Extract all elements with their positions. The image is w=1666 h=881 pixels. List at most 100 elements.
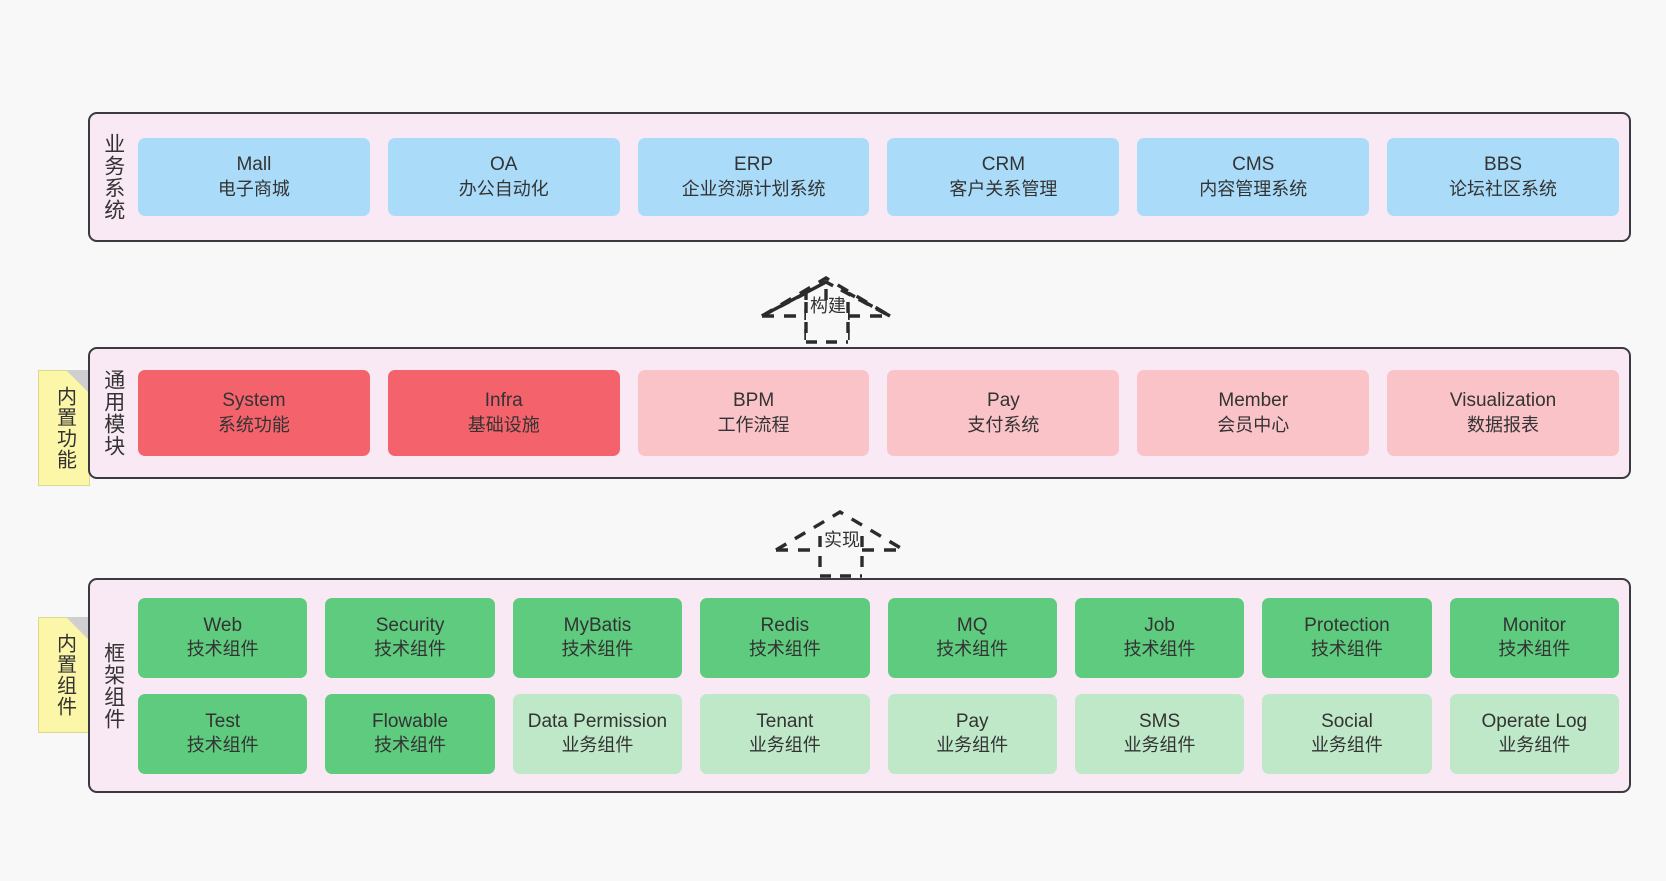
component-box-flowable-cn: 技术组件: [374, 735, 447, 756]
business-box-oa-cn: 办公自动化: [458, 178, 549, 199]
component-box-data-permission-cn: 业务组件: [561, 735, 634, 756]
component-box-social[interactable]: Social 业务组件: [1262, 693, 1432, 774]
module-box-bpm[interactable]: BPM 工作流程: [637, 370, 870, 456]
connector-implement-glyph: [775, 510, 905, 578]
component-box-security[interactable]: Security 技术组件: [325, 597, 495, 678]
component-box-social-cn: 业务组件: [1310, 735, 1383, 756]
component-box-mq[interactable]: MQ 技术组件: [887, 597, 1057, 678]
business-system-row: Mall 电子商城 OA 办公自动化 ERP 企业资源计划系统 CRM 客户关系…: [138, 138, 1619, 216]
common-module-panel-label: 通用模块: [101, 369, 125, 457]
component-box-mybatis-en: MyBatis: [563, 614, 632, 636]
business-box-cms[interactable]: CMS 内容管理系统: [1137, 138, 1370, 216]
component-box-job-en: Job: [1144, 614, 1175, 636]
module-box-visualization[interactable]: Visualization 数据报表: [1387, 370, 1619, 456]
component-box-pay-cn: 业务组件: [936, 735, 1009, 756]
component-box-mybatis[interactable]: MyBatis 技术组件: [512, 597, 683, 678]
business-box-oa[interactable]: OA 办公自动化: [387, 138, 620, 216]
component-box-job[interactable]: Job 技术组件: [1074, 597, 1245, 678]
connector-build-glyph: [761, 276, 891, 344]
module-box-member-en: Member: [1218, 390, 1289, 412]
module-box-member-cn: 会员中心: [1217, 414, 1290, 435]
component-box-web-cn: 技术组件: [186, 639, 259, 660]
component-box-flowable[interactable]: Flowable 技术组件: [325, 693, 495, 774]
component-box-monitor[interactable]: Monitor 技术组件: [1449, 597, 1619, 678]
framework-component-panel: 框架组件 Web 技术组件 Security 技术组件 MyBatis 技术组件…: [88, 578, 1631, 793]
framework-component-panel-label: 框架组件: [101, 641, 125, 730]
component-box-protection-en: Protection: [1304, 614, 1390, 636]
component-box-sms-en: SMS: [1138, 710, 1181, 732]
component-box-sms-cn: 业务组件: [1123, 735, 1196, 756]
component-box-social-en: Social: [1321, 710, 1373, 732]
component-box-pay[interactable]: Pay 业务组件: [887, 693, 1057, 774]
module-box-visualization-en: Visualization: [1449, 390, 1557, 412]
module-box-system-cn: 系统功能: [217, 414, 290, 435]
business-box-cms-en: CMS: [1232, 154, 1275, 176]
component-box-monitor-en: Monitor: [1502, 614, 1566, 636]
component-box-sms[interactable]: SMS 业务组件: [1074, 693, 1245, 774]
component-box-web-en: Web: [203, 614, 243, 636]
component-box-tenant[interactable]: Tenant 业务组件: [700, 693, 870, 774]
common-module-panel-body: System 系统功能 Infra 基础设施 BPM 工作流程 Pay 支付系统…: [136, 349, 1629, 477]
business-box-crm-cn: 客户关系管理: [949, 178, 1058, 199]
component-box-tenant-cn: 业务组件: [748, 735, 821, 756]
module-box-infra[interactable]: Infra 基础设施: [387, 370, 620, 456]
business-box-mall-en: Mall: [236, 154, 272, 176]
component-box-flowable-en: Flowable: [372, 710, 449, 732]
component-box-operate-log-cn: 业务组件: [1498, 735, 1571, 756]
common-module-row: System 系统功能 Infra 基础设施 BPM 工作流程 Pay 支付系统…: [138, 370, 1619, 456]
note-builtin-features-text: 内置功能: [53, 386, 76, 470]
component-box-test[interactable]: Test 技术组件: [138, 693, 308, 774]
module-box-infra-en: Infra: [484, 390, 523, 412]
framework-component-panel-body: Web 技术组件 Security 技术组件 MyBatis 技术组件 Redi…: [136, 580, 1629, 791]
component-box-web[interactable]: Web 技术组件: [138, 597, 308, 678]
component-box-operate-log-en: Operate Log: [1481, 710, 1588, 732]
framework-component-row-2: Test 技术组件 Flowable 技术组件 Data Permission …: [138, 693, 1619, 774]
component-box-pay-en: Pay: [955, 710, 989, 732]
component-box-redis[interactable]: Redis 技术组件: [700, 597, 870, 678]
module-box-pay-en: Pay: [987, 390, 1020, 412]
module-box-infra-cn: 基础设施: [467, 414, 540, 435]
business-box-crm[interactable]: CRM 客户关系管理: [887, 138, 1120, 216]
component-box-redis-cn: 技术组件: [748, 639, 821, 660]
component-box-data-permission-en: Data Permission: [527, 710, 668, 732]
connector-build: 构建: [756, 258, 906, 348]
business-box-bbs[interactable]: BBS 论坛社区系统: [1387, 138, 1619, 216]
note-builtin-components: 内置组件: [38, 617, 90, 733]
component-box-tenant-en: Tenant: [756, 710, 814, 732]
component-box-protection[interactable]: Protection 技术组件: [1262, 597, 1432, 678]
component-box-test-cn: 技术组件: [186, 735, 259, 756]
business-system-panel-label: 业务系统: [101, 133, 125, 221]
business-box-oa-en: OA: [490, 154, 518, 176]
note-builtin-components-text: 内置组件: [53, 633, 76, 717]
module-box-system[interactable]: System 系统功能: [138, 370, 370, 456]
component-box-job-cn: 技术组件: [1123, 639, 1196, 660]
component-box-redis-en: Redis: [760, 614, 810, 636]
note-builtin-features: 内置功能: [38, 370, 90, 486]
business-box-mall[interactable]: Mall 电子商城: [138, 138, 370, 216]
module-box-visualization-cn: 数据报表: [1467, 414, 1540, 435]
module-box-pay[interactable]: Pay 支付系统: [887, 370, 1120, 456]
module-box-system-en: System: [222, 390, 286, 412]
component-box-data-permission[interactable]: Data Permission 业务组件: [512, 693, 683, 774]
module-box-pay-cn: 支付系统: [967, 414, 1040, 435]
component-box-operate-log[interactable]: Operate Log 业务组件: [1449, 693, 1619, 774]
business-system-panel: 业务系统 Mall 电子商城 OA 办公自动化 ERP 企业资源计划系统 CRM…: [88, 112, 1631, 242]
connector-implement: 实现: [770, 492, 920, 582]
component-box-mq-en: MQ: [956, 614, 988, 636]
component-box-security-en: Security: [375, 614, 445, 636]
component-box-protection-cn: 技术组件: [1310, 639, 1383, 660]
business-system-panel-body: Mall 电子商城 OA 办公自动化 ERP 企业资源计划系统 CRM 客户关系…: [136, 114, 1629, 240]
framework-component-row-1: Web 技术组件 Security 技术组件 MyBatis 技术组件 Redi…: [138, 597, 1619, 678]
module-box-member[interactable]: Member 会员中心: [1137, 370, 1370, 456]
component-box-mybatis-cn: 技术组件: [561, 639, 634, 660]
module-box-bpm-en: BPM: [732, 390, 775, 412]
common-module-panel: 通用模块 System 系统功能 Infra 基础设施 BPM 工作流程 Pay…: [88, 347, 1631, 479]
business-box-bbs-cn: 论坛社区系统: [1449, 178, 1558, 199]
connector-implement-label: 实现: [824, 530, 860, 550]
module-box-bpm-cn: 工作流程: [717, 414, 790, 435]
business-box-bbs-en: BBS: [1484, 154, 1523, 176]
business-box-erp[interactable]: ERP 企业资源计划系统: [637, 138, 870, 216]
business-box-cms-cn: 内容管理系统: [1199, 178, 1308, 199]
connector-build-label: 构建: [810, 296, 846, 316]
